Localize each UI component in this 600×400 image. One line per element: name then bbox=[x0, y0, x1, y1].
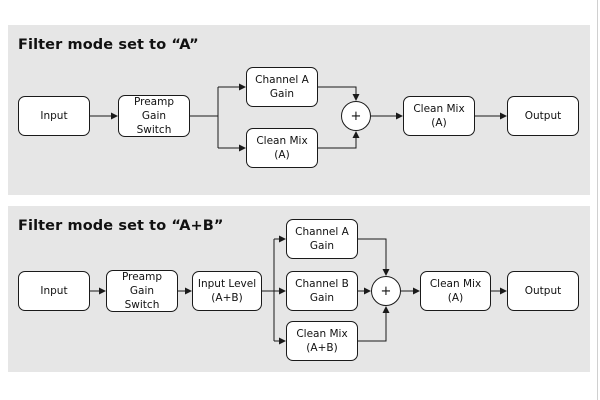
node-a-channel-a-gain: Channel A Gain bbox=[246, 67, 318, 107]
node-a-sum-symbol: + bbox=[350, 108, 362, 124]
node-b-clean-mix-label: Clean Mix (A+B) bbox=[296, 328, 348, 354]
node-b-channel-a-label: Channel A Gain bbox=[295, 226, 349, 252]
node-a-clean-mix-label: Clean Mix (A) bbox=[256, 135, 308, 161]
node-b-output-label: Output bbox=[524, 285, 562, 297]
node-a-channel-a-label: Channel A Gain bbox=[255, 74, 309, 100]
node-a-clean-mix: Clean Mix (A) bbox=[246, 128, 318, 168]
node-a-input: Input bbox=[18, 96, 90, 136]
node-b-preamp-gain-switch: Preamp Gain Switch bbox=[106, 270, 178, 312]
node-a-preamp-label: Preamp Gain Switch bbox=[133, 96, 175, 136]
node-a-input-label: Input bbox=[40, 110, 68, 122]
page-edge-rule bbox=[597, 0, 598, 400]
node-b-preamp-label: Preamp Gain Switch bbox=[121, 271, 163, 311]
node-a-clean-mix-out-label: Clean Mix (A) bbox=[413, 103, 465, 129]
node-b-input-level-label: Input Level (A+B) bbox=[197, 278, 257, 304]
node-b-clean-mix: Clean Mix (A+B) bbox=[286, 321, 358, 361]
node-b-sum-symbol: + bbox=[380, 283, 392, 299]
panel-b-title: Filter mode set to “A+B” bbox=[18, 218, 224, 234]
node-b-input-level: Input Level (A+B) bbox=[192, 271, 262, 311]
node-a-output: Output bbox=[507, 96, 579, 136]
node-a-clean-mix-output: Clean Mix (A) bbox=[403, 96, 475, 136]
node-a-output-label: Output bbox=[524, 110, 562, 122]
node-b-summing-junction: + bbox=[371, 276, 401, 306]
panel-a-title: Filter mode set to “A” bbox=[18, 37, 199, 53]
node-a-preamp-gain-switch: Preamp Gain Switch bbox=[118, 95, 190, 137]
panel-filter-mode-a: Filter mode set to “A” bbox=[8, 25, 590, 195]
node-b-input: Input bbox=[18, 271, 90, 311]
node-b-clean-mix-output: Clean Mix (A) bbox=[420, 271, 491, 311]
node-b-clean-mix-out-label: Clean Mix (A) bbox=[429, 278, 482, 304]
node-b-channel-a-gain: Channel A Gain bbox=[286, 219, 358, 259]
node-b-input-label: Input bbox=[40, 285, 68, 297]
node-a-summing-junction: + bbox=[341, 101, 371, 131]
node-b-channel-b-gain: Channel B Gain bbox=[286, 271, 358, 311]
node-b-output: Output bbox=[507, 271, 579, 311]
node-b-channel-b-label: Channel B Gain bbox=[295, 278, 349, 304]
